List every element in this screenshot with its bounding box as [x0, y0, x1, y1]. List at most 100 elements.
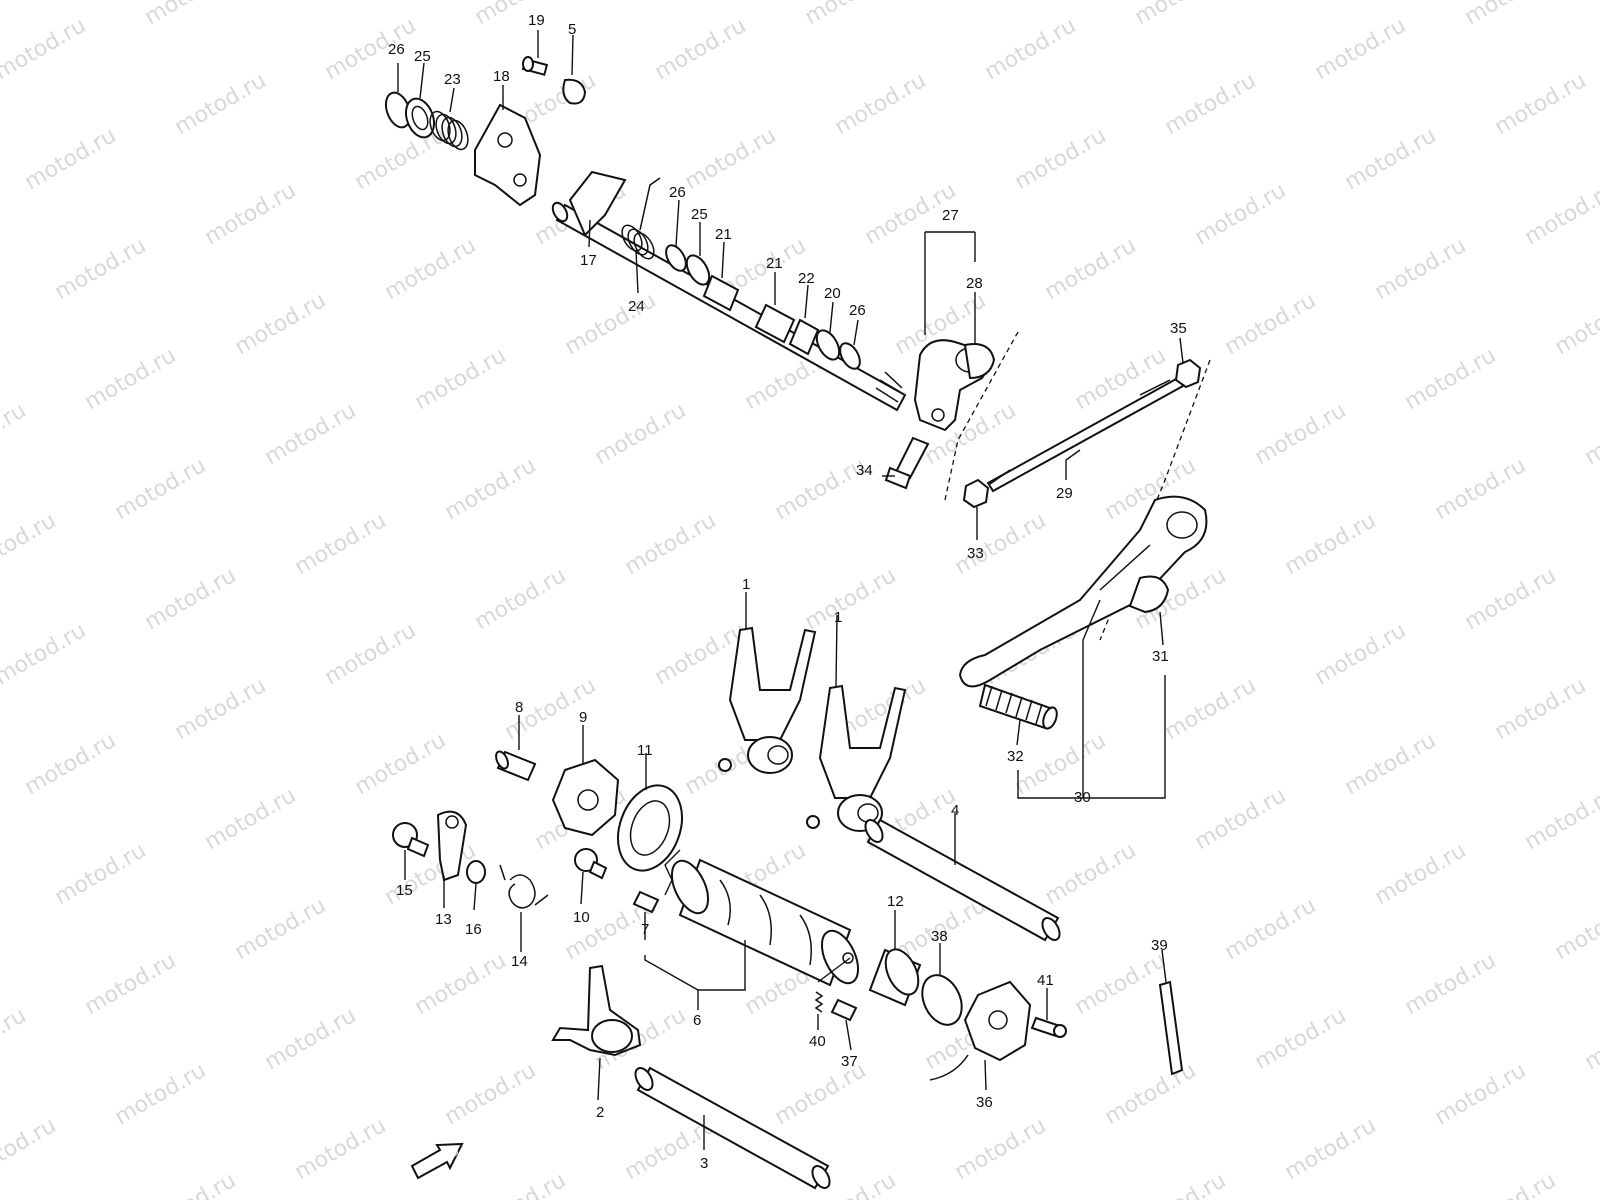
watermark-text: motod.ru [1371, 838, 1471, 910]
callout-37: 37 [841, 1053, 858, 1070]
watermark-text: motod.ru [141, 0, 241, 30]
callout-1-a: 1 [742, 576, 750, 593]
watermark-text: motod.ru [81, 343, 181, 415]
part-11-bearing [617, 784, 683, 872]
watermark-text: motod.ru [111, 1058, 211, 1130]
part-13-stopper-plate [436, 810, 468, 882]
watermark-text: motod.ru [0, 618, 90, 690]
part-23-spring [429, 110, 469, 151]
callout-41: 41 [1037, 972, 1054, 989]
callout-36: 36 [976, 1094, 993, 1111]
callout-2: 2 [596, 1104, 604, 1121]
callout-24: 24 [628, 298, 645, 315]
watermark-text: motod.ru [321, 618, 421, 690]
callout-21-b: 21 [766, 255, 783, 272]
watermark-text: motod.ru [951, 508, 1051, 580]
part-12-bearing [868, 948, 922, 1007]
watermark-text: motod.ru [231, 288, 331, 360]
part-36-gear-position-switch [929, 980, 1032, 1081]
callout-26-b: 26 [669, 184, 686, 201]
callout-12: 12 [887, 893, 904, 910]
callout-10: 10 [573, 909, 590, 926]
watermark-text: motod.ru [1041, 233, 1141, 305]
part-21-bushing-a [702, 274, 740, 312]
watermark-text: motod.ru [1461, 0, 1561, 30]
callout-39: 39 [1151, 937, 1168, 954]
callout-4: 4 [951, 802, 959, 819]
watermark-text: motod.ru [561, 288, 661, 360]
watermark-text: motod.ru [1431, 1058, 1531, 1130]
watermark-text: motod.ru [261, 1003, 361, 1075]
watermark-text: motod.ru [1011, 123, 1111, 195]
callout-29: 29 [1056, 485, 1073, 502]
part-16-washer [466, 860, 486, 884]
watermark-text: motod.ru [201, 178, 301, 250]
watermark-text: motod.ru [1041, 838, 1141, 910]
watermark-text: motod.ru [1551, 288, 1600, 360]
part-21-bushing-b [754, 303, 796, 344]
watermark-text: motod.ru [1401, 343, 1501, 415]
leader-lines [397, 30, 1184, 1150]
watermark-text: motod.ru [231, 893, 331, 965]
part-1-shift-fork-a [718, 626, 817, 774]
fwd-arrow-icon: FWD [410, 1142, 464, 1180]
watermark-text: motod.ru [81, 948, 181, 1020]
callout-18: 18 [493, 68, 510, 85]
watermark-text: motod.ru [1221, 288, 1321, 360]
callout-28: 28 [966, 275, 983, 292]
part-26-circlip-c [839, 342, 861, 370]
watermark-text: motod.ru [1341, 728, 1441, 800]
watermark-text: motod.ru [141, 1168, 241, 1200]
callout-8: 8 [515, 699, 523, 716]
watermark-text: motod.ru [801, 0, 901, 30]
watermark-text: motod.ru [1551, 893, 1600, 965]
part-35-nut [1174, 358, 1202, 389]
watermark-text: motod.ru [1221, 893, 1321, 965]
callout-14: 14 [511, 953, 528, 970]
callout-15: 15 [396, 882, 413, 899]
callout-23: 23 [444, 71, 461, 88]
callout-1-b: 1 [834, 609, 842, 626]
callout-5: 5 [568, 21, 576, 38]
part-22-oil-seal [788, 318, 820, 356]
part-32-pedal-rubber [978, 683, 1058, 730]
watermark-text: motod.ru [1461, 563, 1561, 635]
part-8-pin [495, 750, 537, 782]
part-39-clamp [1158, 980, 1184, 1076]
watermark-text: motod.ru [21, 123, 121, 195]
watermark-text: motod.ru [381, 838, 481, 910]
watermark-text: motod.ru [1071, 343, 1171, 415]
callout-35: 35 [1170, 320, 1187, 337]
part-19-bolt [521, 56, 549, 76]
part-2-shift-fork-c [551, 964, 642, 1057]
watermark-text: motod.ru [1521, 783, 1600, 855]
watermark-text: motod.ru [51, 233, 151, 305]
watermark-text: motod.ru [1131, 1168, 1231, 1200]
callout-25: 25 [414, 48, 431, 65]
part-4-fork-shaft [864, 818, 1061, 942]
part-37-pin [830, 998, 858, 1022]
watermark-text: motod.ru [681, 123, 781, 195]
callout-20: 20 [824, 285, 841, 302]
watermark-text: motod.ru [591, 398, 691, 470]
watermark-text: motod.ru [51, 838, 151, 910]
callout-26: 26 [388, 41, 405, 58]
watermark-text: motod.ru [291, 508, 391, 580]
callout-9: 9 [579, 709, 587, 726]
watermark-text: motod.ru [0, 1113, 60, 1185]
callout-3: 3 [700, 1155, 708, 1172]
callout-31: 31 [1152, 648, 1169, 665]
watermark-text: motod.ru [171, 673, 271, 745]
watermark-text: motod.ru [471, 563, 571, 635]
watermark-text: motod.ru [411, 948, 511, 1020]
part-6-gearshift-cam [670, 858, 860, 987]
callout-38: 38 [931, 928, 948, 945]
watermark-text: motod.ru [381, 233, 481, 305]
watermark-text: motod.ru [1311, 618, 1411, 690]
callout-27: 27 [942, 207, 959, 224]
watermark-text: motod.ru [1281, 1113, 1381, 1185]
watermark-text: motod.ru [1491, 68, 1591, 140]
part-15-bolt [392, 822, 430, 858]
watermark-text: motod.ru [1581, 398, 1600, 470]
